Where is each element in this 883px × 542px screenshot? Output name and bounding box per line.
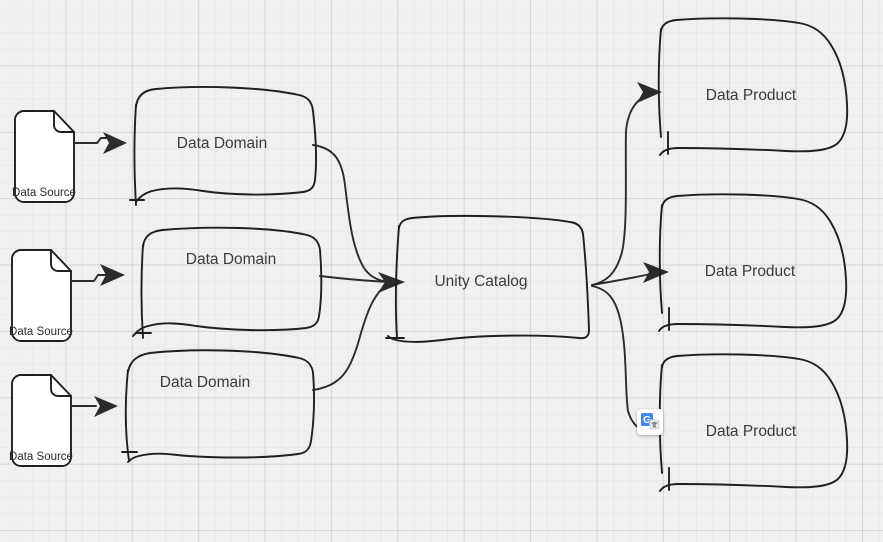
- document-fold-icon: [50, 374, 72, 397]
- data-product-1-shape: [659, 17, 849, 156]
- data-domain-3-left-edge: [124, 369, 130, 462]
- unity-catalog-left-edge: [395, 225, 400, 339]
- data-domain-2-shape: [132, 226, 323, 337]
- data-domain-2[interactable]: Data Domain: [132, 226, 323, 339]
- data-source-2-label: Data Source: [9, 326, 73, 338]
- document-icon: [14, 110, 75, 203]
- arrow-domain1-to-catalog: [312, 144, 390, 283]
- data-product-3-shape: [659, 353, 849, 492]
- arrow-domain3-to-catalog: [312, 282, 390, 391]
- data-domain-3[interactable]: Data Domain: [121, 349, 315, 463]
- data-domain-1[interactable]: Data Domain: [129, 86, 317, 206]
- data-product-2[interactable]: Data Product: [658, 193, 848, 332]
- document-fold-icon: [53, 110, 75, 133]
- document-icon: [11, 374, 72, 467]
- data-source-1-label: Data Source: [12, 187, 76, 199]
- data-product-3[interactable]: Data Product: [658, 353, 849, 492]
- data-source-1[interactable]: Data Source: [12, 110, 76, 203]
- arrow-catalog-to-product3: [591, 285, 651, 434]
- unity-catalog-node[interactable]: Unity Catalog: [385, 214, 590, 343]
- data-domain-1-label: Data Domain: [177, 135, 267, 152]
- arrow-source3-to-domain3: [71, 396, 118, 417]
- unity-catalog-shape: [387, 214, 590, 343]
- arrow-source2-to-domain2: [71, 264, 125, 286]
- data-domain-2-left-edge: [140, 244, 144, 339]
- data-source-3-label: Data Source: [9, 451, 73, 463]
- google-translate-glyph: G: [641, 413, 660, 430]
- svg-text:G: G: [643, 415, 651, 426]
- data-domain-1-shape: [135, 86, 317, 203]
- data-domain-1-left-edge: [133, 104, 137, 206]
- google-translate-icon[interactable]: G: [637, 409, 663, 435]
- data-product-1[interactable]: Data Product: [657, 17, 849, 156]
- arrow-catalog-to-product2: [591, 262, 669, 286]
- data-product-2-shape: [658, 193, 848, 332]
- arrow-domain2-to-catalog: [319, 275, 390, 283]
- unity-catalog-label: Unity Catalog: [434, 273, 527, 290]
- arrow-head-into-catalog: [378, 272, 405, 293]
- document-fold-icon: [50, 249, 72, 272]
- data-domain-3-label: Data Domain: [160, 374, 250, 391]
- data-product-1-left-edge: [657, 28, 662, 138]
- data-source-2[interactable]: Data Source: [9, 249, 73, 342]
- data-product-2-label: Data Product: [705, 263, 796, 280]
- arrow-catalog-to-product1: [591, 82, 662, 286]
- data-product-2-left-edge: [658, 204, 663, 314]
- arrow-source1-to-domain1: [74, 132, 127, 154]
- data-domain-3-shape: [127, 349, 315, 463]
- data-source-3[interactable]: Data Source: [9, 374, 73, 467]
- data-domain-2-label: Data Domain: [186, 251, 276, 268]
- data-product-3-label: Data Product: [706, 423, 797, 440]
- document-icon: [11, 249, 72, 342]
- data-product-1-label: Data Product: [706, 87, 797, 104]
